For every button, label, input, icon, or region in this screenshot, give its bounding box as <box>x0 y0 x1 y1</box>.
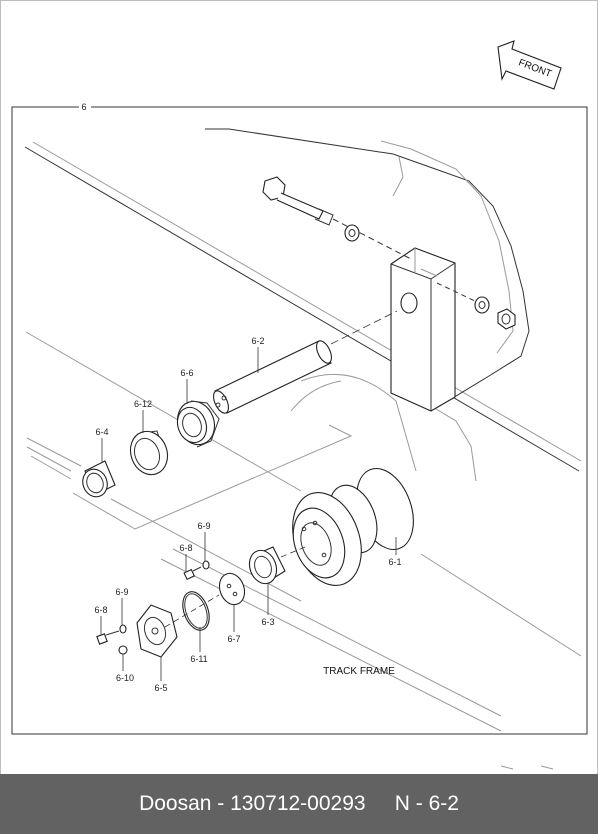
part-6-4 <box>82 460 116 498</box>
part-6-2-shaft <box>213 340 332 414</box>
part-6-9-washer-upper <box>202 560 210 570</box>
callout-6-6: 6-6 <box>180 368 193 378</box>
callout-6-11: 6-11 <box>190 654 207 664</box>
part-6-11-o-ring <box>182 591 210 631</box>
front-arrow: FRONT <box>497 40 562 90</box>
part-6-6 <box>176 400 220 448</box>
part-6-9-washer-lower <box>119 624 127 634</box>
callout-6-1: 6-1 <box>388 557 401 567</box>
callout-6-2: 6-2 <box>251 336 264 346</box>
part-6-10 <box>118 645 128 655</box>
callout-6-8-upper: 6-8 <box>179 543 192 553</box>
callout-6-5: 6-5 <box>154 683 167 693</box>
part-6-8-bolt-upper <box>183 566 202 581</box>
callout-6-7: 6-7 <box>227 634 240 644</box>
callout-6-3: 6-3 <box>261 617 274 627</box>
track-frame-structure <box>24 128 582 770</box>
callout-labels: 6-2 6-6 6-12 6-4 6-1 6-3 6-7 6-11 6-5 6-… <box>94 336 401 693</box>
mounting-bolt <box>262 176 516 330</box>
part-6-8-bolt-lower <box>96 630 120 645</box>
part-6-5-cap <box>136 604 178 658</box>
track-frame-label: TRACK FRAME <box>323 666 395 677</box>
part-6-3 <box>248 546 286 585</box>
callout-6-12: 6-12 <box>134 399 152 409</box>
part-6-12 <box>129 430 169 476</box>
part-6-7 <box>218 572 246 606</box>
part-6-1-idler <box>292 467 414 586</box>
footer-bar: Doosan - 130712-00293 N - 6-2 <box>0 774 598 834</box>
callout-6-9-upper: 6-9 <box>197 521 210 531</box>
callout-leaders <box>100 347 397 681</box>
callout-6-9-lower: 6-9 <box>115 587 128 597</box>
mounting-bracket <box>390 247 456 412</box>
exploded-parts-diagram: FRONT 6 <box>11 40 588 770</box>
diagram-frame: 6 <box>11 102 588 735</box>
callout-6-8-lower: 6-8 <box>94 605 107 615</box>
footer-text: Doosan - 130712-00293 N - 6-2 <box>139 792 459 815</box>
callout-6-10: 6-10 <box>116 673 134 683</box>
callout-6-4: 6-4 <box>95 427 108 437</box>
group-label: 6 <box>81 102 86 112</box>
